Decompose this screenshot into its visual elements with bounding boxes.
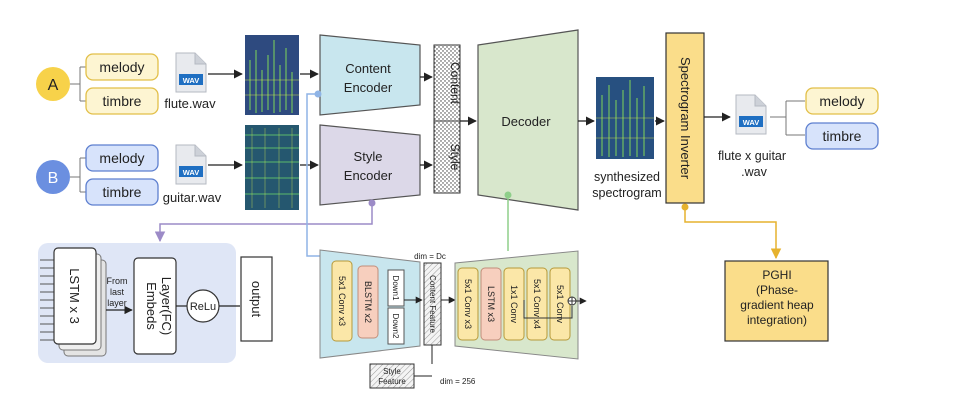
output-block-label: output [249, 281, 264, 318]
style-encoder-detail-panel: LSTM x 3 From last layer Embeds Layer(FC… [38, 243, 240, 363]
embeds-line2: Layer(FC) [159, 277, 174, 336]
content-code-label: Content [448, 62, 462, 105]
source-b-letter: B [48, 170, 59, 187]
spectrogram-inverter-label: Spectrogram Inverter [678, 57, 693, 180]
spectrogram-b [245, 125, 299, 210]
output-timbre-chip [805, 122, 879, 150]
output-block [240, 256, 273, 342]
down1-block [387, 269, 405, 307]
synthesized-label-line2: spectrogram [592, 186, 661, 200]
source-a-letter: A [48, 77, 59, 94]
style-feature-line2: Feature [378, 377, 406, 386]
source-b-melody-label: melody [99, 150, 144, 166]
decoder-conv2-label: 1x1 Conv [509, 285, 519, 324]
decoder-conv1-block [457, 267, 479, 341]
source-a-timbre-chip [85, 87, 159, 115]
decoder-detail: 5x1 Conv x3 LSTM x3 1x1 Conv 5x1 Conv x4… [454, 250, 579, 360]
synthesized-label-line1: synthesized [594, 170, 660, 184]
source-a-melody-label: melody [99, 59, 144, 75]
guitar-wav-tag: WAV [183, 168, 200, 177]
source-b-timbre-chip [85, 178, 159, 206]
dim-256-label: dim = 256 [440, 377, 476, 386]
from-last-line1: From [107, 276, 128, 286]
content-encoder-line1: Content [345, 61, 391, 76]
pghi-line4: integration) [747, 313, 807, 327]
flute-wav-tag: WAV [183, 76, 200, 85]
output-melody-chip [805, 87, 879, 115]
guitar-file-icon: WAV [175, 144, 207, 185]
pghi-line3: gradient heap [740, 298, 814, 312]
pghi-line2: (Phase- [756, 283, 798, 297]
content-conv-label: 5x1 Conv x3 [337, 276, 347, 326]
embeds-line1: Embeds [144, 282, 159, 330]
pghi-box: PGHI (Phase- gradient heap integration) [724, 260, 829, 342]
down2-label: Down2 [391, 314, 400, 339]
content-feature-label: Content Feature [428, 275, 437, 333]
style-code-label: Style [448, 144, 462, 171]
flute-file-icon: WAV [175, 52, 207, 93]
decoder-conv3-label: 5x1 Conv x4 [532, 279, 542, 329]
lstm-stack-label: LSTM x 3 [67, 268, 82, 324]
content-blstm-block [357, 265, 379, 339]
source-b-melody-chip [85, 144, 159, 172]
content-encoder-detail: 5x1 Conv x3 BLSTM x2 Down1 Down2 [319, 249, 421, 359]
spectrogram-inverter: Spectrogram Inverter [665, 32, 705, 204]
source-a-badge [36, 67, 70, 101]
style-encoder-line2: Encoder [344, 168, 393, 183]
content-encoder: Content Encoder [319, 34, 421, 116]
guitar-file-label: guitar.wav [163, 190, 222, 205]
source-a-timbre-label: timbre [103, 93, 142, 109]
source-a-melody-chip [85, 53, 159, 81]
content-blstm-label: BLSTM x2 [363, 281, 373, 323]
flute-file-label: flute.wav [164, 96, 216, 111]
output-file-label-line2: .wav [741, 165, 767, 179]
from-last-line2: last [110, 287, 125, 297]
content-code: Content [433, 44, 462, 122]
dim-dc-label: dim = Dc [414, 252, 446, 261]
style-code: Style [433, 120, 462, 194]
output-melody-label: melody [819, 93, 864, 109]
decoder-lstm-block [480, 267, 502, 341]
source-b: B melody timbre [36, 144, 159, 206]
from-last-line3: layer [107, 298, 127, 308]
source-b-timbre-label: timbre [103, 184, 142, 200]
decoder-lstm-label: LSTM x3 [486, 286, 496, 322]
down1-label: Down1 [391, 276, 400, 301]
output-file-icon: WAV [735, 94, 767, 135]
source-a: A melody timbre [36, 53, 159, 115]
source-b-badge [36, 160, 70, 194]
output-timbre-label: timbre [823, 128, 862, 144]
down2-block [387, 307, 405, 345]
lstm-stack-block [53, 247, 97, 345]
content-conv-block [331, 260, 353, 342]
decoder-conv4-label: 5x1 Conv [555, 285, 565, 324]
spectrogram-a [245, 35, 299, 115]
decoder-conv1-label: 5x1 Conv x3 [463, 279, 473, 329]
relu-label: ReLu [190, 301, 216, 313]
synthesized-spectrogram [596, 77, 654, 159]
decoder-conv3-block [526, 267, 548, 341]
style-encoder: Style Encoder [319, 124, 421, 206]
style-feature-block [369, 363, 415, 389]
style-feature-line1: Style [383, 367, 401, 376]
style-encoder-line1: Style [354, 149, 383, 164]
output-wav-tag: WAV [743, 118, 760, 127]
decoder: Decoder [477, 29, 579, 211]
output-file-label-line1: flute x guitar [718, 149, 786, 163]
decoder-label: Decoder [501, 114, 551, 129]
pghi-line1: PGHI [762, 268, 791, 282]
content-encoder-line2: Encoder [344, 80, 393, 95]
